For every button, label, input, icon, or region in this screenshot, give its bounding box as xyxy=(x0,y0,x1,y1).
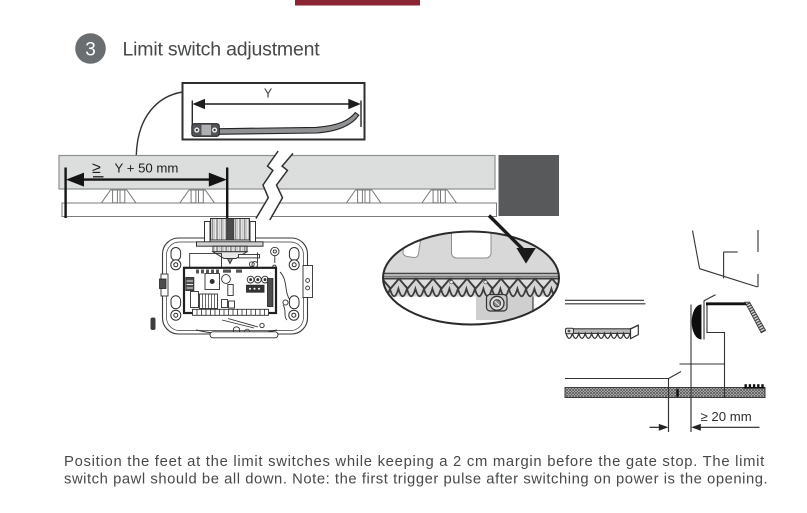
svg-text:Position the feet at the limit: Position the feet at the limit switches … xyxy=(64,454,765,470)
svg-text:Limit switch adjustment: Limit switch adjustment xyxy=(123,39,321,61)
svg-text:Y: Y xyxy=(264,87,273,101)
svg-text:3: 3 xyxy=(85,40,96,61)
svg-text:≥ 20 mm: ≥ 20 mm xyxy=(701,409,752,424)
svg-text:switch pawl should be all down: switch pawl should be all down. Note: th… xyxy=(64,471,768,487)
svg-text:Y + 50 mm: Y + 50 mm xyxy=(115,161,179,176)
svg-text:≥: ≥ xyxy=(92,160,101,177)
